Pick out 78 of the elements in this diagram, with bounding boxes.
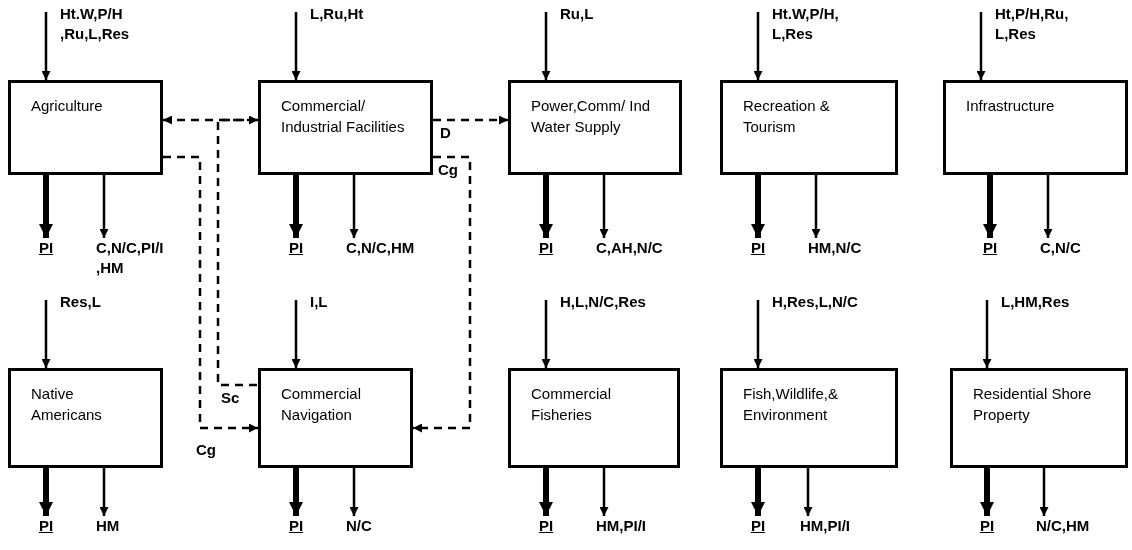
edge-label: Ht.W,P/H, L,Res xyxy=(772,4,840,44)
edge-label: D xyxy=(440,123,451,143)
edge-label: Ru,L xyxy=(560,4,595,24)
arrow xyxy=(1039,468,1049,516)
edge-label: Res,L xyxy=(60,292,102,312)
arrow xyxy=(599,175,609,238)
edge-label: Sc xyxy=(221,388,240,408)
edge-label: H,L,N/C,Res xyxy=(560,292,647,312)
edge-label: Ht,P/H,Ru, L,Res xyxy=(995,4,1070,44)
arrow xyxy=(539,468,553,516)
output-label: N/C xyxy=(346,516,446,536)
process-box: Infrastructure xyxy=(943,80,1128,175)
arrow xyxy=(349,175,359,238)
output-label: PI xyxy=(282,516,310,536)
dashed-arrow xyxy=(413,155,472,433)
dashed-arrow xyxy=(163,155,258,433)
arrow xyxy=(39,175,53,238)
arrow xyxy=(41,300,51,368)
arrow xyxy=(1043,175,1053,238)
process-box: Commercial Fisheries xyxy=(508,368,680,468)
output-label: HM,N/C xyxy=(808,238,908,258)
dashed-arrow xyxy=(163,115,258,125)
output-label: PI xyxy=(32,516,60,536)
arrow xyxy=(291,12,301,80)
edge-label: I,L xyxy=(310,292,329,312)
process-box: Fish,Wildlife,& Environment xyxy=(720,368,898,468)
output-label: HM,PI/I xyxy=(800,516,900,536)
arrow xyxy=(39,468,53,516)
process-box: Residential Shore Property xyxy=(950,368,1128,468)
output-label: HM,PI/I xyxy=(596,516,696,536)
edge-label: Ht.W,P/H ,Ru,L,Res xyxy=(60,4,131,44)
arrow xyxy=(976,12,986,80)
process-box: Agriculture xyxy=(8,80,163,175)
arrow xyxy=(803,468,813,516)
edge-label: Cg xyxy=(438,160,458,180)
output-label: C,N/C,PI/I ,HM xyxy=(96,238,182,278)
arrow xyxy=(753,300,763,368)
output-label: C,AH,N/C xyxy=(596,238,696,258)
arrow xyxy=(751,468,765,516)
arrow xyxy=(99,175,109,238)
arrow xyxy=(751,175,765,238)
arrow xyxy=(983,175,997,238)
output-label: N/C,HM xyxy=(1036,516,1132,536)
output-label: C,N/C xyxy=(1040,238,1132,258)
arrow xyxy=(811,175,821,238)
process-box: Native Americans xyxy=(8,368,163,468)
edge-label: Cg xyxy=(196,440,216,460)
dashed-arrow xyxy=(433,115,508,125)
output-label: HM xyxy=(96,516,196,536)
process-box: Commercial/ Industrial Facilities xyxy=(258,80,433,175)
output-label: PI xyxy=(32,238,60,258)
arrow xyxy=(753,12,763,80)
arrow xyxy=(541,300,551,368)
output-label: PI xyxy=(532,238,560,258)
edge-label: L,HM,Res xyxy=(1001,292,1071,312)
arrow xyxy=(539,175,553,238)
output-label: PI xyxy=(976,238,1004,258)
arrow xyxy=(980,468,994,516)
edge-label: H,Res,L,N/C xyxy=(772,292,859,312)
output-label: PI xyxy=(744,238,772,258)
process-box: Commercial Navigation xyxy=(258,368,413,468)
process-box: Power,Comm/ Ind Water Supply xyxy=(508,80,682,175)
edge-label: L,Ru,Ht xyxy=(310,4,365,24)
output-label: PI xyxy=(744,516,772,536)
arrow xyxy=(289,175,303,238)
process-box: Recreation & Tourism xyxy=(720,80,898,175)
arrow xyxy=(599,468,609,516)
arrow xyxy=(289,468,303,516)
arrow xyxy=(982,300,992,368)
output-label: C,N/C,HM xyxy=(346,238,446,258)
arrow xyxy=(349,468,359,516)
output-label: PI xyxy=(973,516,1001,536)
arrow xyxy=(541,12,551,80)
arrow xyxy=(291,300,301,368)
arrow xyxy=(99,468,109,516)
output-label: PI xyxy=(282,238,310,258)
arrow xyxy=(41,12,51,80)
output-label: PI xyxy=(532,516,560,536)
